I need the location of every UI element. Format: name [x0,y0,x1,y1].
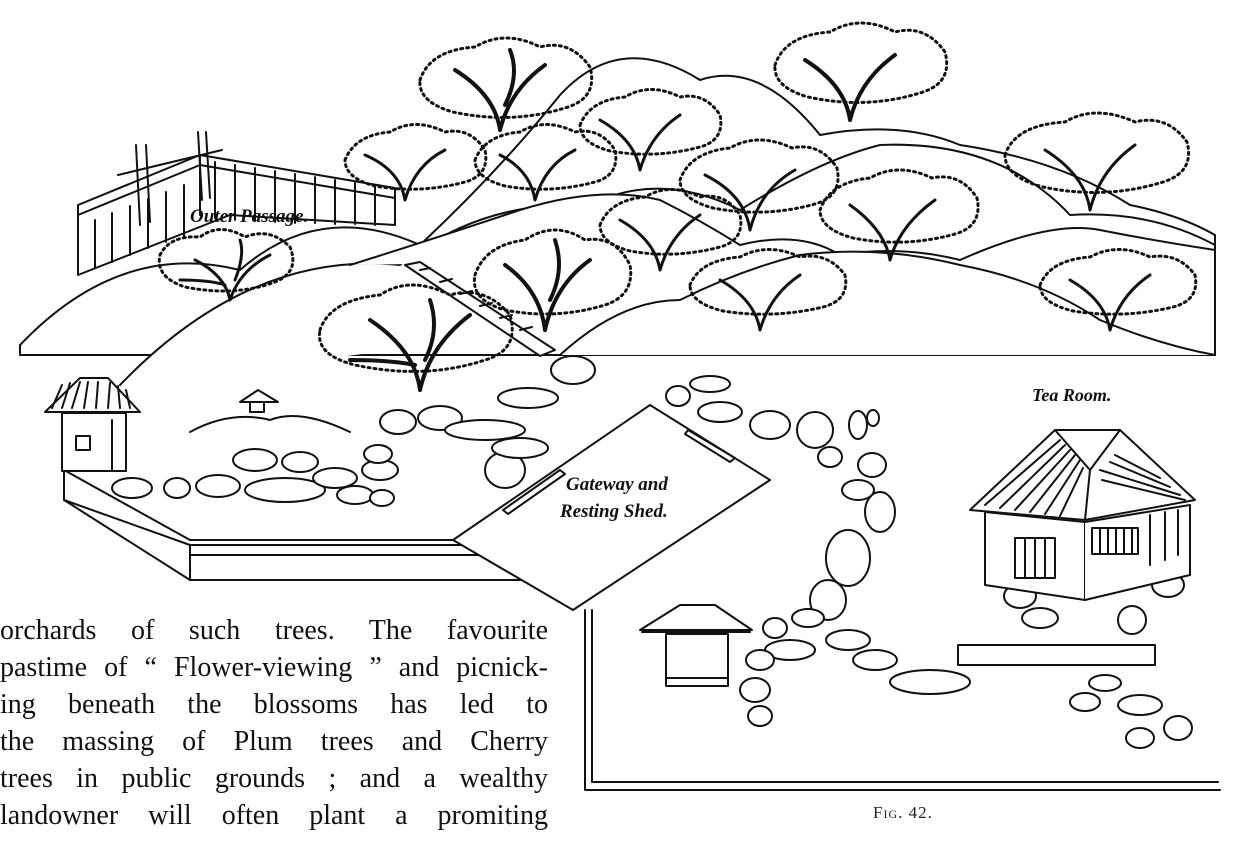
tree [775,23,947,120]
small-pavilion [640,605,752,686]
figure-caption: Fig. 42. [873,803,933,823]
body-text-line: landowner will often plant a promiting [0,797,548,834]
gateway-label-line1: Gateway and [566,474,668,496]
body-text-line: ing beneath the blossoms has led to [0,686,548,723]
left-hut [45,378,140,471]
stepping-stones-left [112,356,595,506]
body-text-line: the massing of Plum trees and Cherry [0,723,548,760]
body-text-line: pastime of “ Flower-viewing ” and picnic… [0,649,548,686]
stone-slab [958,645,1155,665]
gateway-label-line2: Resting Shed. [560,501,668,523]
body-text-line: orchards of such trees. The favourite [0,612,548,649]
outer-passage-label: Outer Passage. [190,206,308,228]
body-text: orchards of such trees. The favourite pa… [0,612,548,834]
tea-room-label: Tea Room. [1032,385,1111,406]
body-text-line: trees in public grounds ; and a wealthy [0,760,548,797]
stone-lantern [190,390,350,432]
tea-room-building [970,430,1195,600]
